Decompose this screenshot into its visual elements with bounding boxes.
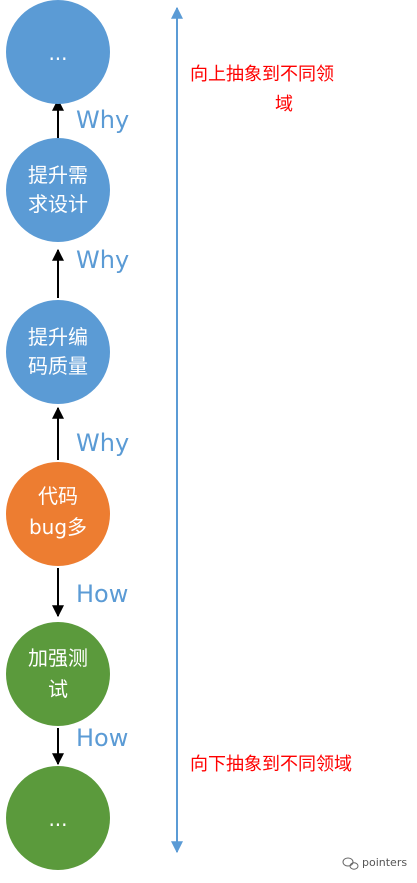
node-label: ... bbox=[48, 41, 67, 65]
node-label-line2: bug多 bbox=[29, 515, 87, 539]
node-improve-requirements: 提升需 求设计 bbox=[6, 138, 110, 242]
node-label-line2: 码质量 bbox=[28, 354, 88, 378]
node-bottom-ellipsis: ... bbox=[6, 766, 110, 870]
edge-label-how-1: How bbox=[76, 580, 128, 608]
node-circle bbox=[6, 766, 110, 870]
node-many-bugs: 代码 bug多 bbox=[6, 462, 110, 566]
node-circle bbox=[6, 462, 110, 566]
edge-label-how-2: How bbox=[76, 724, 128, 752]
edge-label-why-3: Why bbox=[76, 429, 129, 457]
wechat-icon bbox=[342, 857, 359, 870]
node-improve-code-quality: 提升编 码质量 bbox=[6, 300, 110, 404]
node-label-line2: 求设计 bbox=[28, 192, 88, 216]
up-abstraction-label-cont: 域 bbox=[275, 94, 293, 115]
watermark: pointers bbox=[342, 856, 407, 870]
node-circle bbox=[6, 622, 110, 726]
node-strengthen-testing: 加强测 试 bbox=[6, 622, 110, 726]
edge-label-why-1: Why bbox=[76, 106, 129, 134]
node-circle bbox=[6, 300, 110, 404]
node-circle bbox=[6, 0, 110, 104]
node-label: ... bbox=[48, 807, 67, 831]
node-label-line1: 提升需 bbox=[28, 163, 88, 187]
node-label-line1: 代码 bbox=[38, 484, 78, 508]
down-abstraction-label: 向下抽象到不同领域 bbox=[190, 754, 352, 775]
node-label-line2: 试 bbox=[48, 677, 68, 701]
node-top-ellipsis: ... bbox=[6, 0, 110, 104]
watermark-text: pointers bbox=[362, 856, 407, 869]
node-circle bbox=[6, 138, 110, 242]
edge-label-why-2: Why bbox=[76, 246, 129, 274]
node-label-line1: 加强测 bbox=[28, 646, 88, 670]
node-label-line1: 提升编 bbox=[28, 325, 88, 349]
up-abstraction-label: 向上抽象到不同领 bbox=[190, 64, 334, 85]
